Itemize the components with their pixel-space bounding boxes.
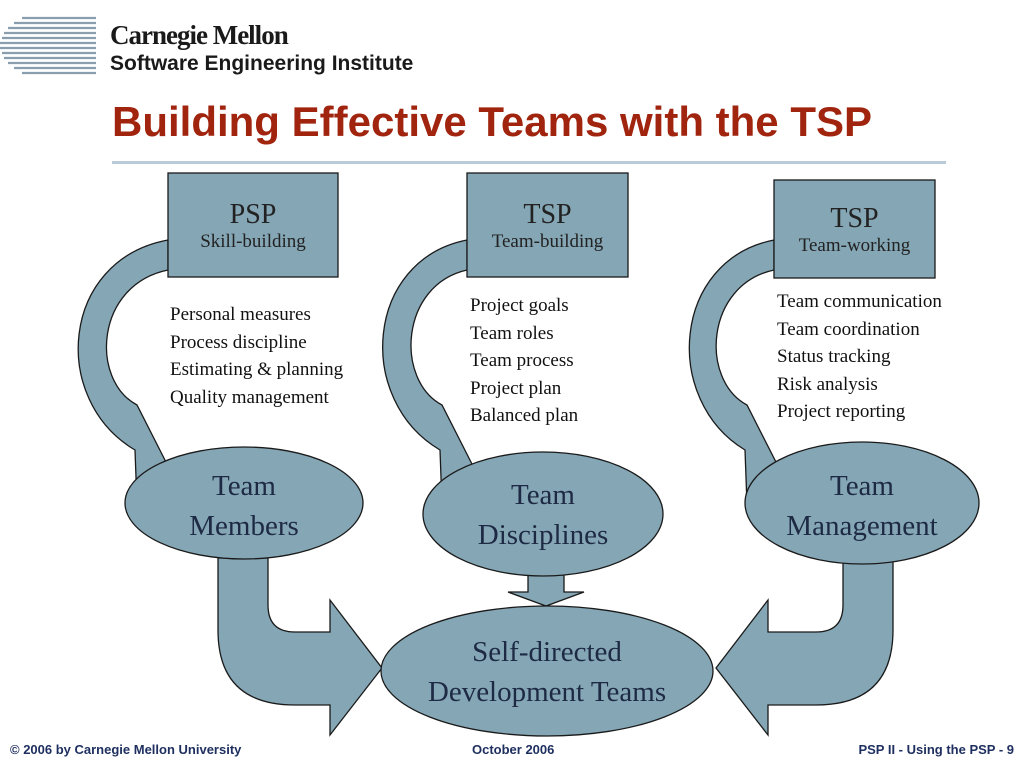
team-members-label: Team Members xyxy=(144,466,344,546)
arrow-management-to-result xyxy=(715,557,894,737)
self-directed-line1: Self-directed xyxy=(472,636,622,668)
list-item: Team process xyxy=(470,350,574,371)
footer-date: October 2006 xyxy=(472,742,555,757)
list-item: Quality management xyxy=(170,386,329,408)
box-psp-label: PSP Skill-building xyxy=(168,199,338,253)
footer-copyright: © 2006 by Carnegie Mellon University xyxy=(10,742,242,757)
list-item: Risk analysis xyxy=(777,373,878,395)
list-item: Project goals xyxy=(470,295,569,316)
list-item: Personal measures xyxy=(170,304,311,325)
list-item: Process discipline xyxy=(170,331,307,353)
self-directed-line2: Development Teams xyxy=(427,676,667,708)
curved-arrow-3 xyxy=(688,239,781,507)
list-item: Balanced plan xyxy=(470,405,579,426)
ellipse-team-members xyxy=(124,446,364,560)
list-item: Team communication xyxy=(777,291,942,312)
box-psp xyxy=(167,172,339,278)
team-management-line2: Management xyxy=(786,510,938,542)
list-item: Project reporting xyxy=(777,401,906,422)
box-tsp-working-label: TSP Team-working xyxy=(774,203,935,257)
arrow-members-to-result xyxy=(217,557,383,737)
logo-cmu-text: Carnegie Mellon xyxy=(110,20,289,50)
box-tsp-working-subtitle: Team-working xyxy=(798,235,911,256)
list-item: Team coordination xyxy=(777,318,920,340)
team-members-line2: Members xyxy=(189,510,299,542)
team-management-label: Team Management xyxy=(752,466,972,546)
list-item: Status tracking xyxy=(777,346,891,367)
team-disciplines-line2: Disciplines xyxy=(477,519,609,551)
sei-logo-icon xyxy=(0,16,96,75)
curved-arrow-2 xyxy=(382,239,476,507)
box-psp-subtitle: Skill-building xyxy=(200,231,306,252)
arrow-disciplines-to-result xyxy=(507,574,585,607)
team-members-line1: Team xyxy=(212,470,276,502)
list-item: Project plan xyxy=(470,377,562,399)
list-item: Team roles xyxy=(470,322,554,344)
ellipse-team-disciplines xyxy=(422,451,664,577)
box-tsp-working xyxy=(773,179,936,279)
slide-title: Building Effective Teams with the TSP xyxy=(112,98,872,145)
tsp-building-list: Project goals Team roles Team process Pr… xyxy=(470,292,578,430)
box-tsp-building-subtitle: Team-building xyxy=(491,231,604,252)
box-tsp-building-label: TSP Team-building xyxy=(467,199,628,253)
box-tsp-building xyxy=(466,172,629,278)
psp-skills-list: Personal measures Process discipline Est… xyxy=(170,301,343,411)
box-psp-title: PSP xyxy=(229,199,277,230)
tsp-working-list: Team communication Team coordination Sta… xyxy=(777,288,942,426)
footer-page: PSP II - Using the PSP - 9 xyxy=(858,742,1014,757)
box-tsp-working-title: TSP xyxy=(830,203,879,234)
list-item: Estimating & planning xyxy=(170,359,344,380)
logo-sei-text: Software Engineering Institute xyxy=(110,52,414,75)
team-disciplines-line1: Team xyxy=(511,479,575,511)
ellipse-self-directed xyxy=(380,605,714,737)
ellipse-team-management xyxy=(744,441,980,565)
team-disciplines-label: Team Disciplines xyxy=(443,475,643,555)
self-directed-label: Self-directed Development Teams xyxy=(387,632,707,712)
title-divider xyxy=(112,161,946,164)
team-management-line1: Team xyxy=(830,470,894,502)
box-tsp-building-title: TSP xyxy=(523,199,572,230)
curved-arrow-1 xyxy=(77,239,171,507)
